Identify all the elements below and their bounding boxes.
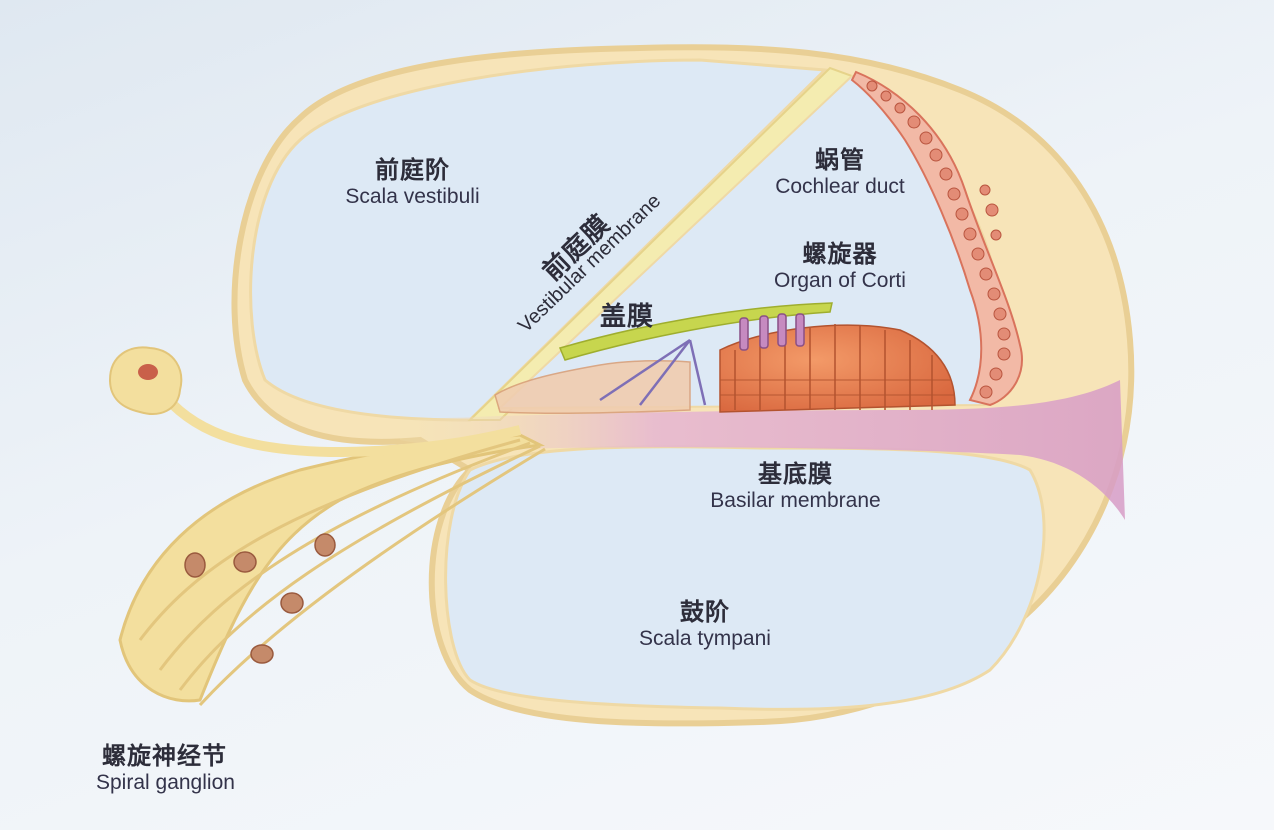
stria-cells <box>866 80 1011 399</box>
basilar-membrane-label: 基底膜 Basilar membrane <box>678 454 913 513</box>
stria-vascularis <box>850 70 1023 407</box>
basilar-membrane-en: Basilar membrane <box>710 489 881 512</box>
scala-tympani-zh: 鼓阶 <box>680 598 730 626</box>
cochlear-duct-en: Cochlear duct <box>775 175 905 198</box>
organ-of-corti-label: 螺旋器 Organ of Corti <box>740 234 940 293</box>
cochlear-duct-zh: 蜗管 <box>815 146 865 174</box>
pillar-cells <box>599 338 707 406</box>
ganglion-neuron-top <box>108 346 183 415</box>
scala-vestibuli-region <box>249 58 829 422</box>
scala-vestibuli-label: 前庭阶 Scala vestibuli <box>300 150 525 209</box>
spiral-ganglion-zh: 螺旋神经节 <box>102 742 227 770</box>
scala-vestibuli-zh: 前庭阶 <box>375 156 450 184</box>
basilar-membrane-band <box>400 380 1125 520</box>
hair-cells <box>739 313 805 351</box>
nerve-fibers <box>138 438 546 707</box>
scala-tympani-region <box>444 445 1046 711</box>
scala-vestibuli-en: Scala vestibuli <box>345 185 480 208</box>
spiral-ganglion-en: Spiral ganglion <box>96 771 235 794</box>
spiral-ganglion-label: 螺旋神经节 Spiral ganglion <box>96 736 296 795</box>
ganglion-neurons <box>184 533 336 664</box>
spiral-ganglion-body <box>118 433 545 703</box>
organ-of-corti-zh: 螺旋器 <box>802 240 878 268</box>
tectorial-membrane-label: 盖膜 <box>600 302 655 332</box>
scala-tympani-label: 鼓阶 Scala tympani <box>610 592 800 651</box>
scala-tympani-en: Scala tympani <box>639 627 771 650</box>
afferent-fiber <box>156 386 522 458</box>
organ-of-corti-cells <box>719 324 956 413</box>
basilar-membrane-zh: 基底膜 <box>758 460 833 488</box>
organ-of-corti-en: Organ of Corti <box>774 269 906 292</box>
cochlear-duct-label: 蜗管 Cochlear duct <box>745 140 935 199</box>
